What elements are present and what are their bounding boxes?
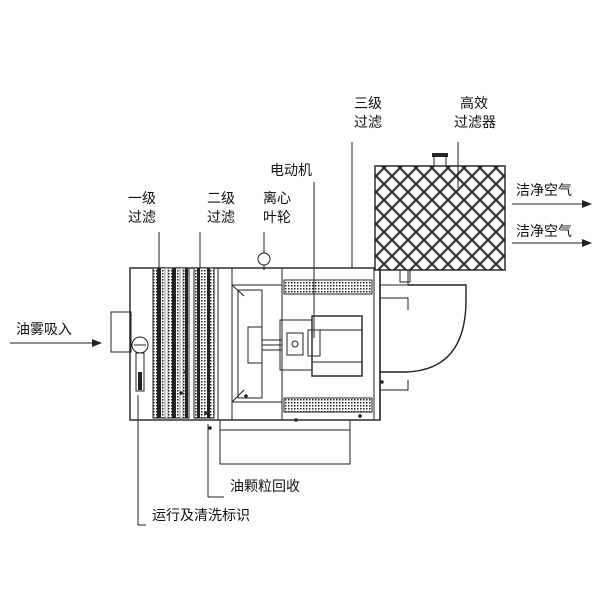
- stage2-label-line2: 过滤: [207, 210, 235, 226]
- stage1-label-line1: 一级: [128, 191, 156, 207]
- hepa-label-line2: 过滤器: [454, 115, 496, 131]
- stage3-label-line1: 三级: [354, 96, 382, 112]
- run-clean-mark-label: 运行及清洗标识: [152, 508, 250, 524]
- stage1-label-line2: 过滤: [128, 210, 156, 226]
- stage3-label-line2: 过滤: [354, 115, 382, 131]
- inlet-flange: [110, 311, 132, 353]
- stage1-filter-panel: [152, 267, 190, 419]
- clean-air-arrow-1: [512, 200, 592, 208]
- leader-lines: [137, 142, 459, 526]
- motor-fins: [283, 279, 373, 413]
- stage2-label-line1: 二级: [207, 191, 235, 207]
- centrifugal-impeller: [231, 252, 283, 403]
- impeller-label-line2: 叶轮: [263, 210, 291, 226]
- stage2-filter-panel: [193, 267, 215, 419]
- clean-air-label-2: 洁净空气: [516, 224, 572, 240]
- arrow-right-icon: [10, 339, 102, 347]
- motor-label: 电动机: [270, 163, 312, 179]
- motor-icon: [279, 315, 363, 377]
- hepa-label-line1: 高效: [460, 95, 488, 112]
- oil-recovery-label: 油颗粒回收: [230, 479, 300, 495]
- outlet-duct: [379, 268, 467, 420]
- run-clean-indicator: [131, 336, 149, 392]
- filter-mesh-icon: [374, 153, 506, 271]
- oil-recovery-tray: [219, 419, 351, 465]
- clean-air-label-1: 洁净空气: [516, 183, 572, 199]
- clean-air-arrow-2: [512, 239, 592, 247]
- impeller-label-line1: 离心: [263, 190, 291, 207]
- inlet-label: 油雾吸入: [16, 322, 72, 338]
